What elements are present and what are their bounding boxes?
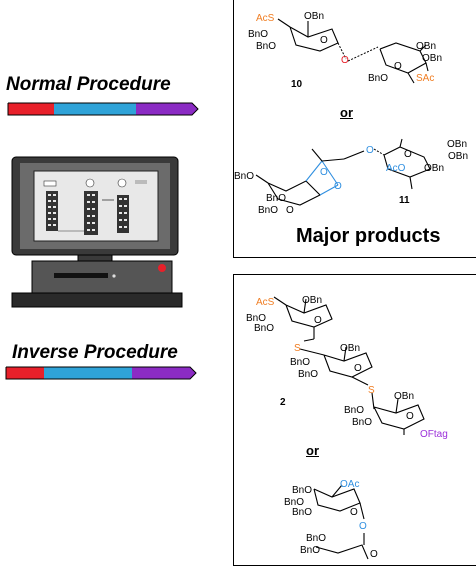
bno-group: BnO: [300, 545, 321, 556]
acs-group: AcS: [256, 13, 275, 24]
bno-group: BnO: [248, 29, 269, 40]
or-label: or: [340, 105, 353, 120]
oac-group: OAc: [340, 479, 360, 490]
bno-group: BnO: [306, 533, 327, 544]
bno-group: BnO: [266, 193, 287, 204]
bno-group: BnO: [298, 369, 319, 380]
bno-group: BnO: [344, 405, 365, 416]
orthoester-oxygen: O: [334, 181, 342, 192]
compound-10-structure: [255, 18, 431, 206]
ring-oxygen: O: [286, 205, 294, 216]
normal-procedure-arrow: [7, 102, 199, 116]
bno-group: BnO: [352, 417, 373, 428]
major-products-title: Major products: [296, 225, 441, 247]
orthoester-oxygen: O: [320, 167, 328, 178]
ring-oxygen: O: [320, 35, 328, 46]
bno-group: BnO: [292, 507, 313, 518]
thio-linkage: S: [294, 343, 301, 354]
ring-oxygen: O: [394, 61, 402, 72]
acs-group: AcS: [256, 297, 275, 308]
normal-procedure-label: Normal Procedure: [6, 74, 171, 95]
obn-group: OBn: [302, 295, 323, 306]
compound-10-number: 10: [291, 79, 303, 90]
ring-oxygen: O: [370, 549, 378, 560]
obn-group: OBn: [394, 391, 415, 402]
aco-group: AcO: [386, 163, 406, 174]
computer-illustration: [11, 156, 183, 308]
obn-group: OBn: [416, 41, 437, 52]
ring-oxygen: O: [314, 315, 322, 326]
bno-group: BnO: [234, 171, 255, 182]
bno-group: BnO: [254, 323, 275, 334]
glycosidic-oxygen: O: [341, 55, 349, 66]
bno-group: BnO: [258, 205, 279, 216]
obn-group: OBn: [447, 139, 468, 150]
bno-group: BnO: [292, 485, 313, 496]
bno-group: BnO: [256, 41, 277, 52]
bno-group: BnO: [246, 313, 267, 324]
bno-group: BnO: [284, 497, 305, 508]
compound-2-number: 2: [280, 397, 286, 408]
or-label: or: [306, 443, 319, 458]
thio-linkage: S: [368, 385, 375, 396]
obn-group: OBn: [424, 163, 445, 174]
ring-oxygen: O: [404, 149, 412, 160]
ring-oxygen: O: [354, 363, 362, 374]
oftag-group: OFtag: [420, 429, 448, 440]
ring-oxygen: O: [406, 411, 414, 422]
compound-11-number: 11: [399, 195, 410, 206]
bno-group: BnO: [290, 357, 311, 368]
obn-group: OBn: [448, 151, 469, 162]
compound-2-structure: [273, 296, 425, 560]
linking-oxygen: O: [366, 145, 374, 156]
linking-oxygen: O: [359, 521, 367, 532]
inverse-procedure-arrow: [5, 366, 197, 380]
obn-group: OBn: [340, 343, 361, 354]
obn-group: OBn: [422, 53, 443, 64]
bottom-products-panel: AcS OBn BnO BnO O S OBn BnO BnO O S OBn …: [233, 274, 476, 566]
bno-group: BnO: [368, 73, 389, 84]
top-products-panel: AcS OBn BnO BnO O O OBn OBn O BnO SAc 10…: [233, 0, 476, 258]
ring-oxygen: O: [350, 507, 358, 518]
inverse-procedure-label: Inverse Procedure: [12, 342, 178, 363]
obn-group: OBn: [304, 11, 325, 22]
sac-group: SAc: [416, 73, 435, 84]
